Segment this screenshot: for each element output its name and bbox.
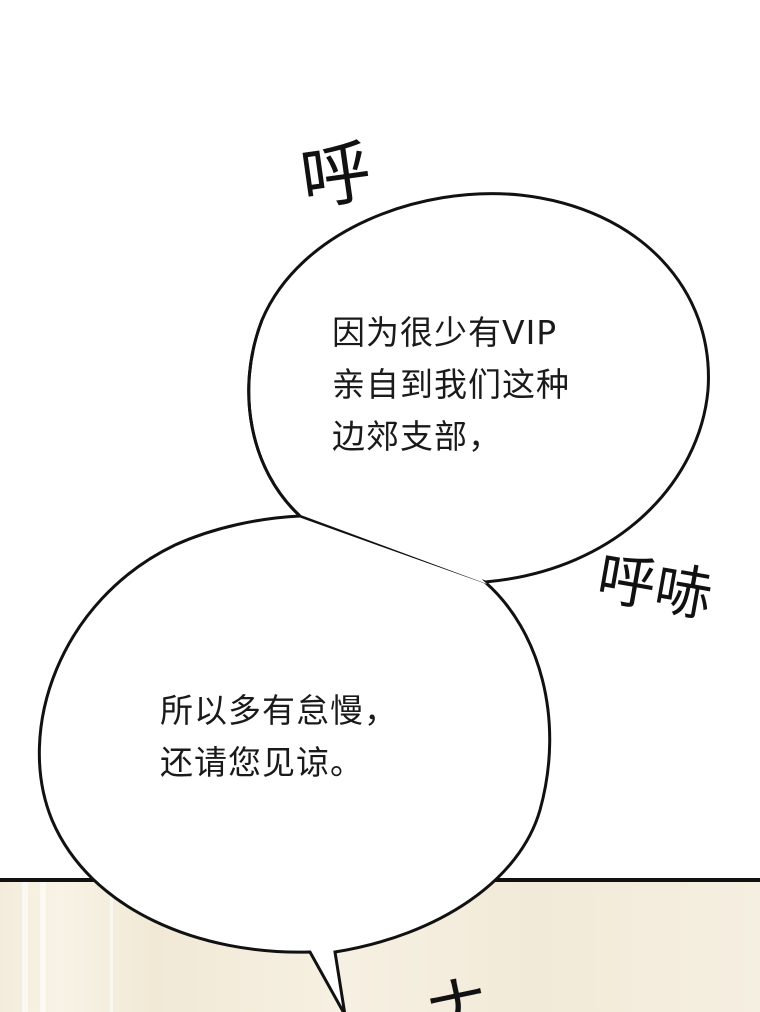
bubble-line: 边郊支部， [332,417,502,456]
bubble-line: 还请您见谅。 [160,743,364,782]
sound-effect-hu: 呼 [295,130,377,222]
speech-bubble-bottom-text: 所以多有怠慢， 还请您见谅。 [160,685,398,789]
light-stripe [110,882,113,1012]
light-stripe [22,882,28,1012]
speech-bubble-bottom [37,514,552,1012]
bubble-line: 所以多有怠慢， [160,691,398,730]
bubble-line: 因为很少有VIP [332,313,558,352]
bubble-line: 亲自到我们这种 [332,365,570,404]
light-stripe [40,882,46,1012]
speech-bubble-top-text: 因为很少有VIP 亲自到我们这种边郊支部， [332,307,570,463]
